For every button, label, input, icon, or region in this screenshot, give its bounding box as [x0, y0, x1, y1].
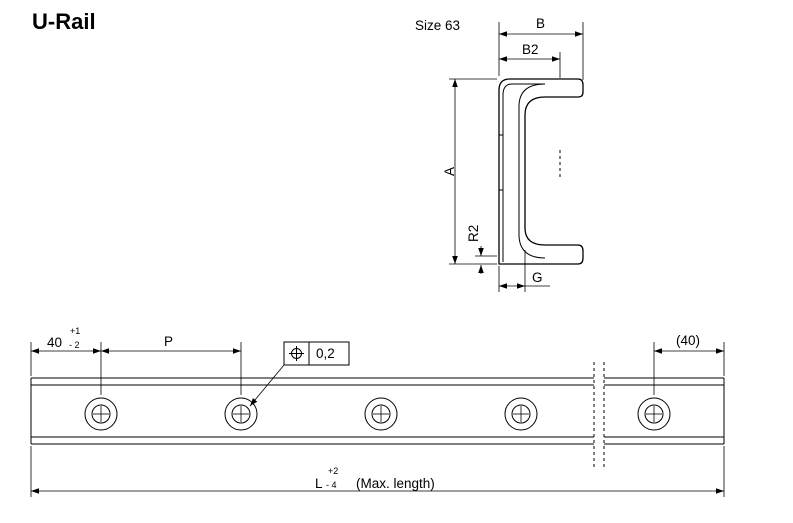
label-length-note: (Max. length)	[356, 476, 435, 491]
label-a: A	[442, 167, 457, 176]
mounting-hole	[84, 397, 118, 431]
label-length-tol-minus: - 4	[326, 480, 337, 490]
profile-outline	[498, 78, 584, 265]
mounting-hole	[504, 397, 538, 431]
label-pitch: P	[164, 334, 173, 349]
size-label: Size 63	[415, 18, 460, 33]
label-length-tol-plus: +2	[328, 466, 338, 476]
label-b: B	[536, 16, 545, 31]
label-end-ref: (40)	[676, 333, 700, 348]
mounting-hole	[637, 397, 671, 431]
rail-view: 40 +1 - 2 P (40) 0,2 L +2 - 4 (Max. leng…	[30, 326, 725, 497]
label-g: G	[532, 270, 543, 285]
label-b2: B2	[522, 42, 539, 57]
label-length: L	[315, 476, 323, 491]
tolerance-value: 0,2	[316, 346, 335, 361]
profile-view: Size 63 B B2 A R2 G	[415, 16, 584, 292]
position-tolerance-icon	[289, 346, 304, 361]
mounting-hole	[364, 397, 398, 431]
label-end-tol-plus: +1	[70, 326, 80, 336]
profile-groove	[499, 134, 503, 191]
drawing-title: U-Rail	[32, 9, 96, 34]
tolerance-frame	[283, 341, 350, 366]
mounting-holes	[84, 397, 671, 431]
profile-inner-edge	[502, 83, 546, 262]
tolerance-leader	[249, 364, 285, 407]
label-end-dim: 40	[47, 335, 62, 350]
label-r2: R2	[466, 225, 481, 242]
label-end-tol-minus: - 2	[69, 340, 80, 350]
mounting-hole	[224, 397, 258, 431]
